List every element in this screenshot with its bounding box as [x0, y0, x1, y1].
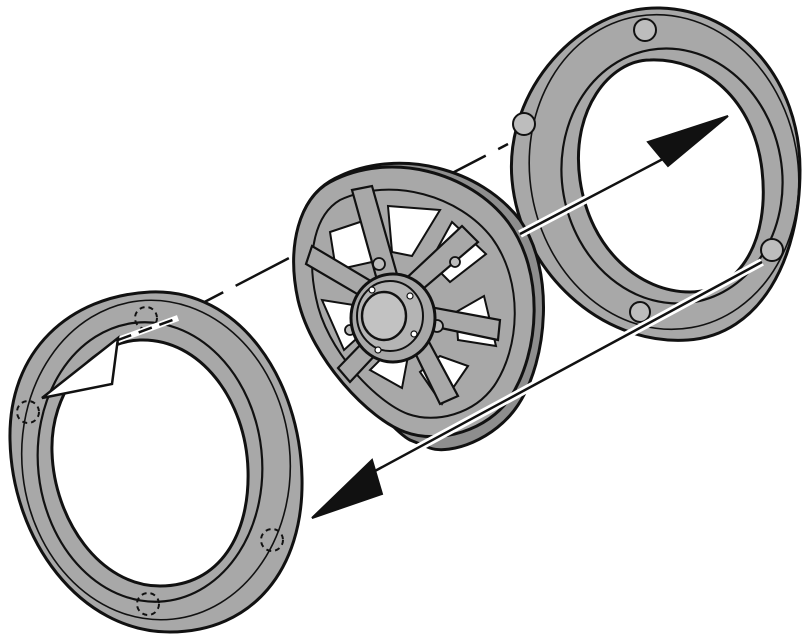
speaker-basket-hub	[349, 272, 437, 364]
front-guide-line-dash	[117, 316, 179, 342]
front-ring-tab	[134, 306, 158, 330]
rear-ring-tab	[760, 238, 784, 262]
dust-cap	[360, 290, 408, 342]
rear-ring-tab	[633, 18, 657, 42]
bolt-icon	[449, 256, 461, 268]
rear-ring-tab	[512, 112, 536, 136]
rear-ring	[509, 6, 802, 342]
speaker-basket	[292, 161, 545, 452]
front-ring	[8, 290, 304, 634]
front-ring-outer-edge	[20, 299, 292, 621]
rear-ring-outer-edge	[528, 13, 800, 331]
arrow-to-rear	[518, 115, 729, 238]
arrowhead-icon	[646, 115, 729, 168]
rear-ring-body	[509, 6, 802, 342]
front-ring-body	[8, 290, 304, 634]
arrowhead-icon	[311, 458, 384, 519]
rear-ring-tab	[629, 301, 651, 323]
arrow-to-front-upper	[41, 335, 120, 400]
front-ring-tab	[260, 528, 284, 552]
arrowhead-outline-icon	[41, 335, 120, 400]
arrow-to-front-lower	[311, 258, 764, 519]
speaker-basket-rim-inner	[311, 188, 516, 419]
front-ring-tab	[16, 400, 40, 424]
front-ring-tab	[136, 592, 160, 616]
bolt-icon	[372, 257, 386, 271]
